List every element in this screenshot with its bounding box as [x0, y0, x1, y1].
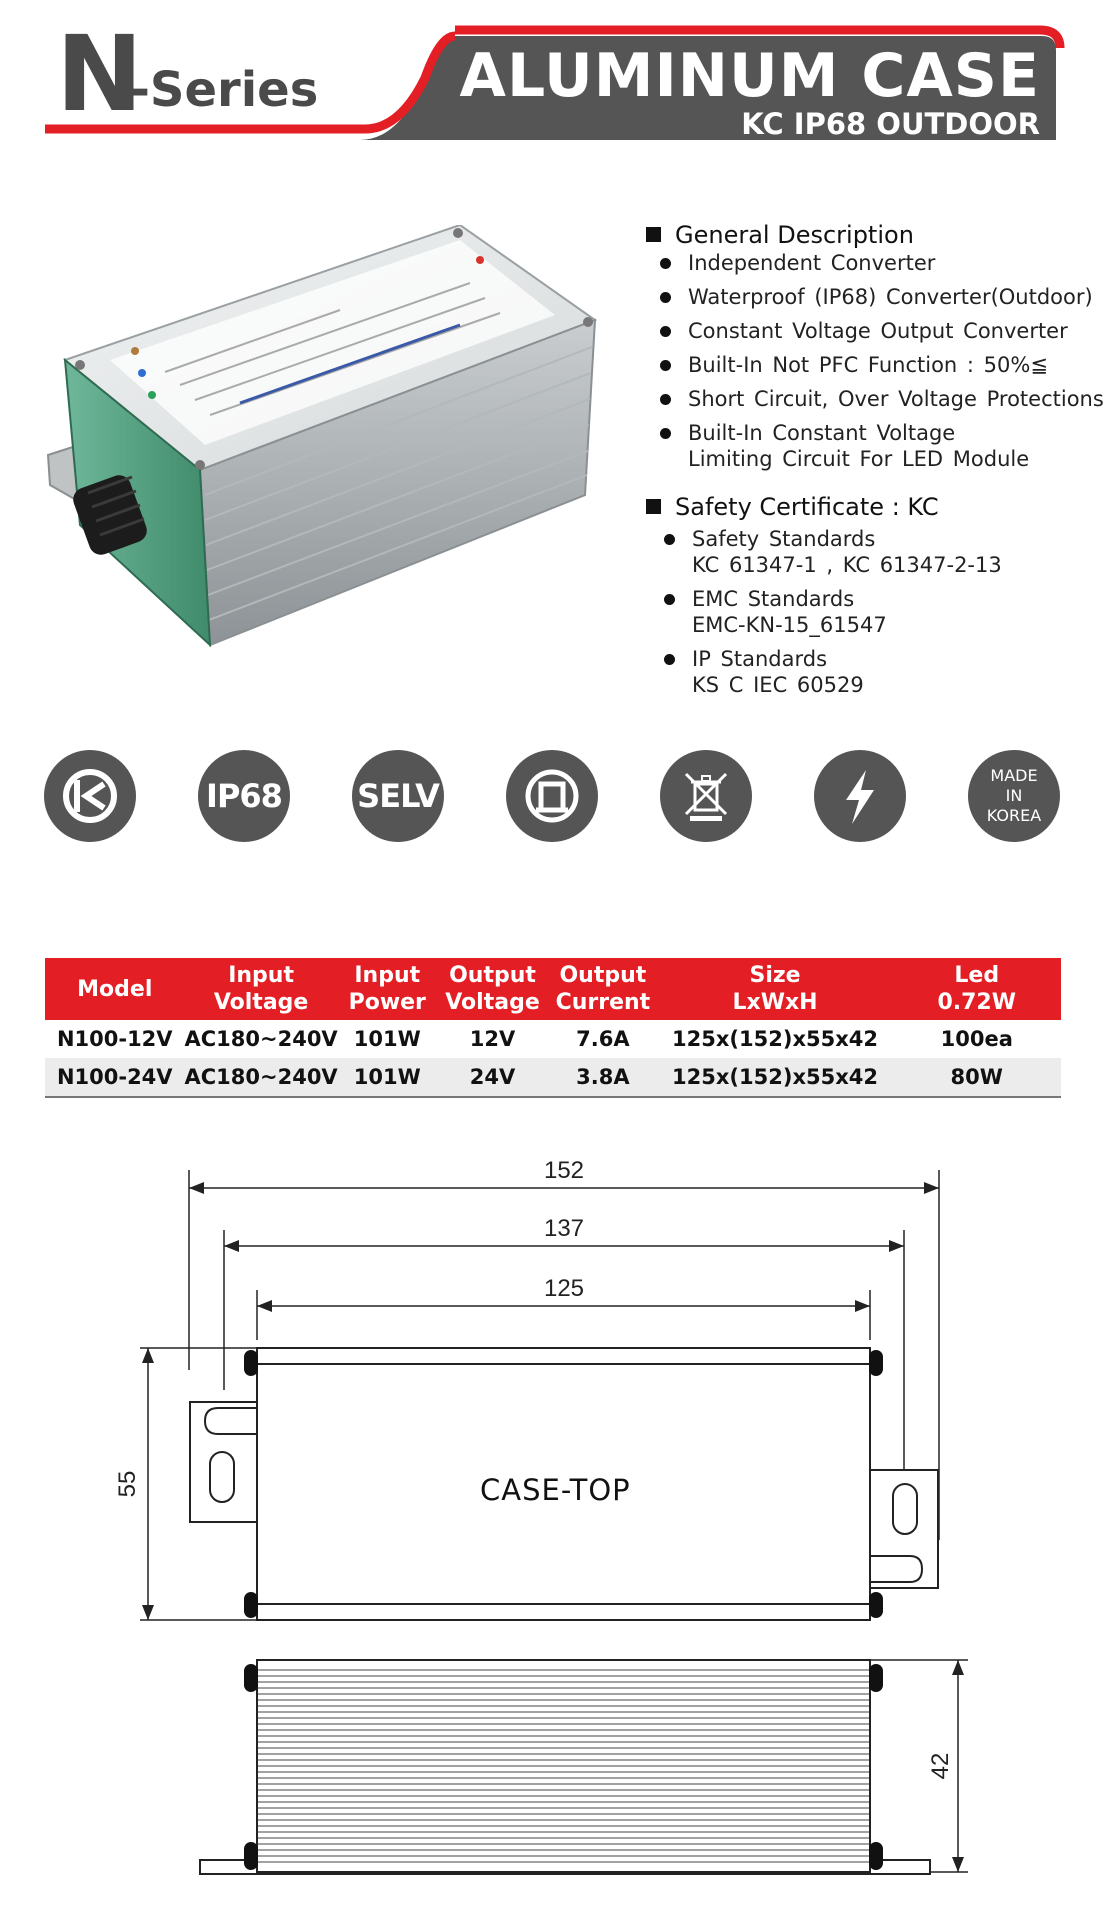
- dim-label-152: 152: [544, 1157, 584, 1184]
- bullet-icon: [660, 326, 671, 337]
- product-photo: [46, 225, 598, 648]
- table-cell: 125x(152)x55x42: [657, 1058, 893, 1098]
- bullet-icon: [664, 654, 675, 665]
- header-banner: [45, 25, 1065, 140]
- list-item: Short Circuit, Over Voltage Protections: [654, 386, 1104, 412]
- bullet-icon: [660, 360, 671, 371]
- page-title: ALUMINUM CASE: [459, 41, 1040, 111]
- general-description-heading: General Description: [646, 223, 914, 247]
- table-cell: 3.8A: [548, 1058, 658, 1098]
- safety-certificate-heading: Safety Certificate : KC: [646, 495, 939, 519]
- table-cell: 80W: [892, 1058, 1061, 1098]
- page-subtitle: KC IP68 OUTDOOR: [741, 107, 1040, 141]
- bullet-icon: [664, 594, 675, 605]
- table-cell: N100-24V: [45, 1058, 185, 1098]
- general-description-list: Independent Converter Waterproof (IP68) …: [654, 250, 1104, 472]
- list-item: Independent Converter: [654, 250, 1104, 276]
- weee-bin-icon: [660, 750, 752, 842]
- series-suffix: -Series: [130, 62, 319, 118]
- kc-mark-icon: [44, 750, 136, 842]
- lightning-bolt-icon: [814, 750, 906, 842]
- dim-label-42: 42: [927, 1753, 954, 1780]
- table-cell: 24V: [436, 1058, 549, 1098]
- table-cell: 100ea: [940, 1027, 1013, 1051]
- dim-label-55: 55: [114, 1471, 141, 1498]
- square-bullet-icon: [646, 227, 661, 242]
- table-cell: AC180~240V: [184, 1058, 338, 1098]
- case-top-label: CASE-TOP: [480, 1473, 631, 1507]
- square-bullet-icon: [646, 499, 661, 514]
- bullet-icon: [664, 534, 675, 545]
- dimension-drawing: 152 137 125 55 42: [114, 1157, 968, 1875]
- table-cell: 101W: [353, 1027, 421, 1051]
- bullet-icon: [660, 292, 671, 303]
- independent-ballast-icon: [506, 750, 598, 842]
- bullet-icon: [660, 428, 671, 439]
- table-cell: 101W: [337, 1058, 437, 1098]
- column-header-model: Model: [45, 958, 185, 1020]
- table-row: N100-12V AC180~240V 101W 12V 7.6A 125x(1…: [45, 1020, 1061, 1058]
- table-cell: 7.6A: [576, 1027, 630, 1051]
- table-cell: 125x(152)x55x42: [672, 1027, 878, 1051]
- dim-label-125: 125: [544, 1275, 584, 1302]
- series-letter: N: [56, 13, 143, 135]
- bullet-icon: [660, 258, 671, 269]
- dim-label-137: 137: [544, 1215, 584, 1242]
- list-item: Waterproof (IP68) Converter(Outdoor): [654, 284, 1104, 310]
- made-in-korea-icon: MADE IN KOREA: [968, 750, 1060, 842]
- bullet-icon: [660, 394, 671, 405]
- ip68-icon: IP68: [198, 750, 290, 842]
- table-cell: 12V: [469, 1027, 516, 1051]
- selv-icon: SELV: [352, 750, 444, 842]
- list-item: Constant Voltage Output Converter: [654, 318, 1104, 344]
- list-item: Built-In Not PFC Function : 50%≦: [654, 352, 1104, 378]
- kc-logo-icon: [63, 769, 117, 823]
- table-cell: N100-12V: [56, 1027, 173, 1051]
- table-cell: AC180~240V: [184, 1027, 338, 1051]
- table-row: N100-24V AC180~240V 101W 24V 3.8A 125x(1…: [45, 1058, 1061, 1098]
